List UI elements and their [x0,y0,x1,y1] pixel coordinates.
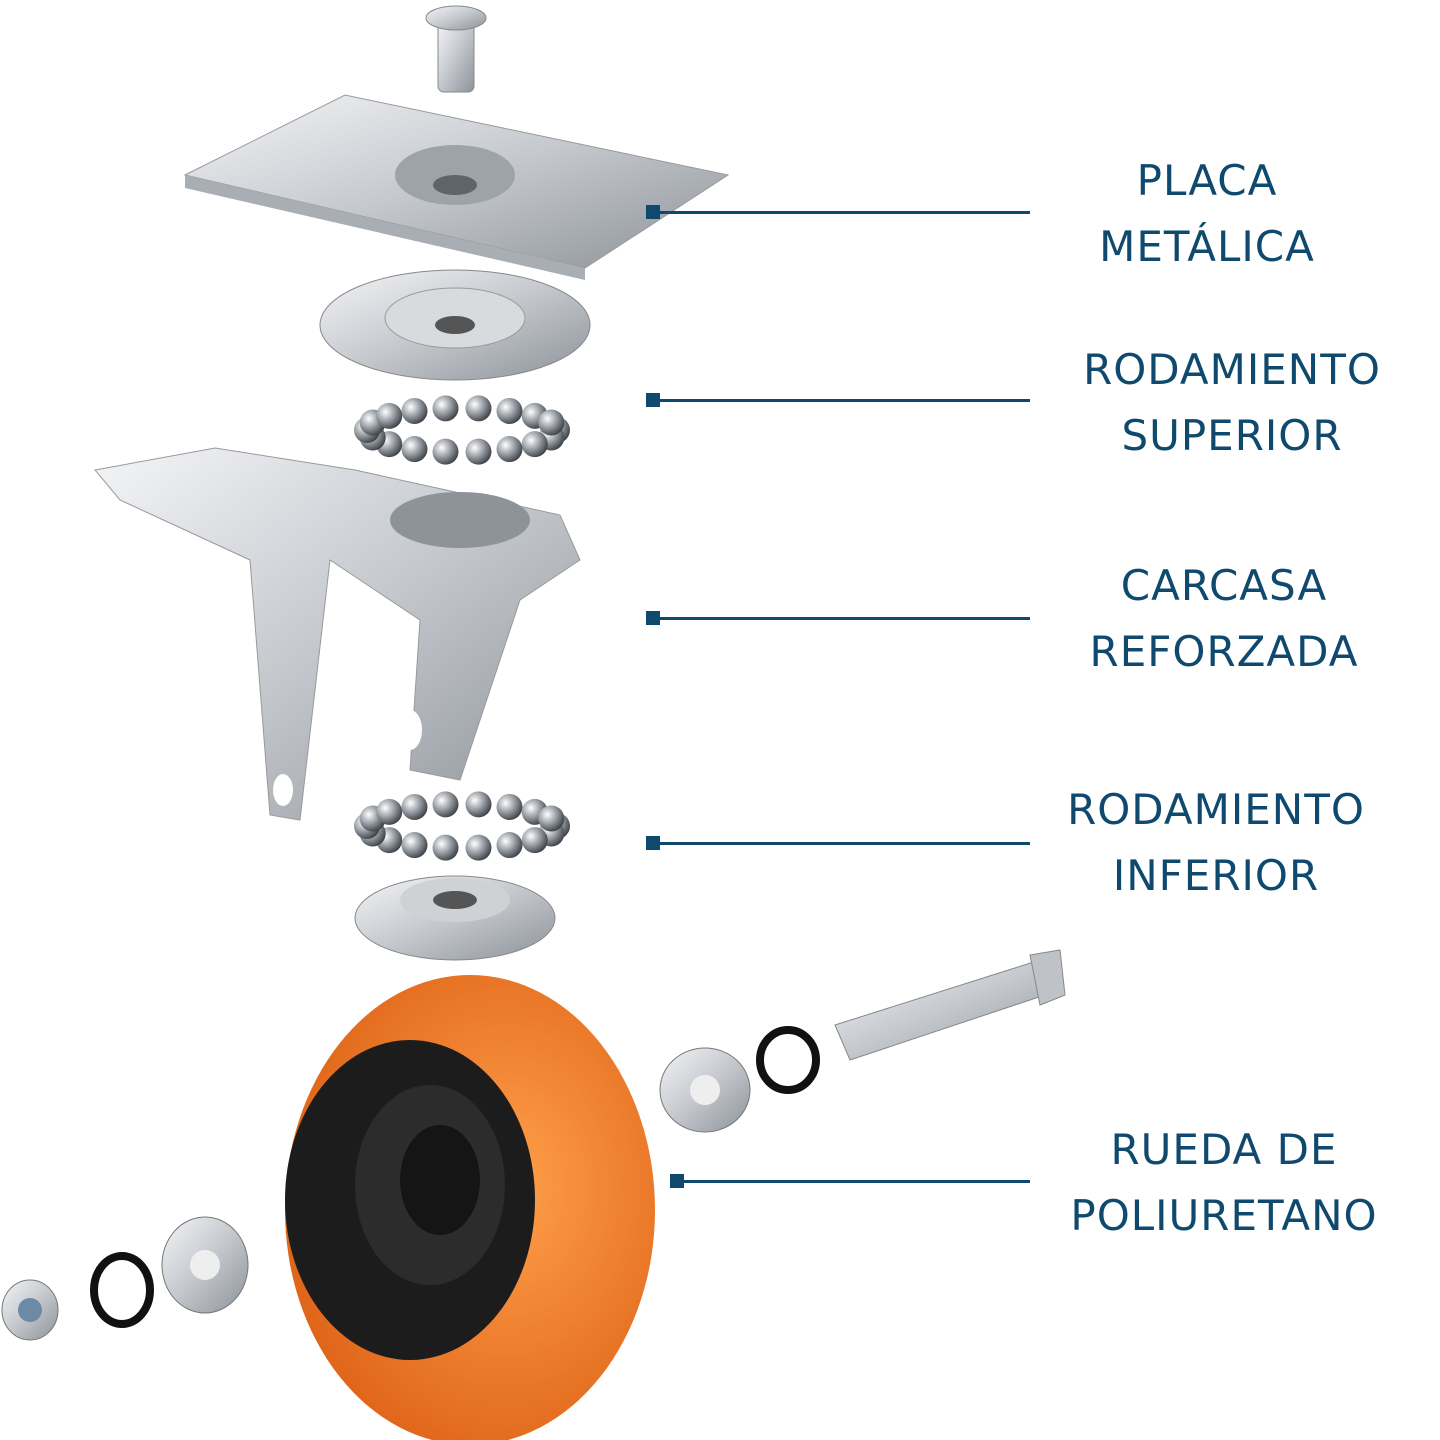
steel-ball [432,834,459,861]
label-lower-bearing: RODAMIENTO INFERIOR [1006,777,1426,909]
label-line: RODAMIENTO [1067,785,1365,834]
label-line: REFORZADA [1089,627,1359,676]
lower-toothed-race [354,875,556,961]
steel-ball [432,791,459,818]
label-line: PLACA [1136,156,1278,205]
label-top-plate: PLACA METÁLICA [997,148,1417,280]
label-line: RODAMIENTO [1083,345,1381,394]
steel-ball [496,436,523,463]
steel-ball [401,832,428,859]
steel-ball [401,436,428,463]
right-bearing [659,1047,751,1133]
polyurethane-wheel [285,975,655,1440]
kingpin-rivet [425,5,487,93]
lock-nut [1,1279,59,1341]
steel-ball [465,438,492,465]
right-washer [756,1026,820,1094]
label-line: CARCASA [1120,561,1328,610]
steel-ball [401,397,428,424]
fork-housing [94,447,581,821]
steel-ball [432,438,459,465]
steel-ball [496,832,523,859]
left-washer [90,1252,154,1328]
label-line: INFERIOR [1112,851,1320,900]
upper-ball-ring [354,395,570,465]
upper-race [319,269,591,381]
steel-ball [538,805,565,832]
steel-ball [465,395,492,422]
label-line: RUEDA DE [1110,1125,1338,1174]
axle-bolt [834,949,1066,1061]
steel-ball [376,402,403,429]
steel-ball [401,793,428,820]
label-housing: CARCASA REFORZADA [1014,553,1434,685]
leader-line-lower-bearing [646,836,1030,850]
steel-ball [465,791,492,818]
steel-ball [521,827,548,854]
steel-ball [376,798,403,825]
steel-ball [538,409,565,436]
steel-ball [521,431,548,458]
label-line: SUPERIOR [1121,411,1343,460]
label-upper-bearing: RODAMIENTO SUPERIOR [1022,337,1440,469]
leader-line-upper-bearing [646,393,1030,407]
leader-line-housing [646,611,1030,625]
leader-line-top-plate [646,205,1030,219]
leader-line-wheel [670,1174,1030,1188]
steel-ball [496,793,523,820]
label-line: POLIURETANO [1070,1191,1378,1240]
top-plate [183,94,730,280]
label-line: METÁLICA [1099,222,1315,271]
label-wheel: RUEDA DE POLIURETANO [1014,1117,1434,1249]
steel-ball [432,395,459,422]
left-bearing [161,1216,249,1314]
lower-ball-ring [354,791,570,861]
steel-ball [496,397,523,424]
steel-ball [465,834,492,861]
